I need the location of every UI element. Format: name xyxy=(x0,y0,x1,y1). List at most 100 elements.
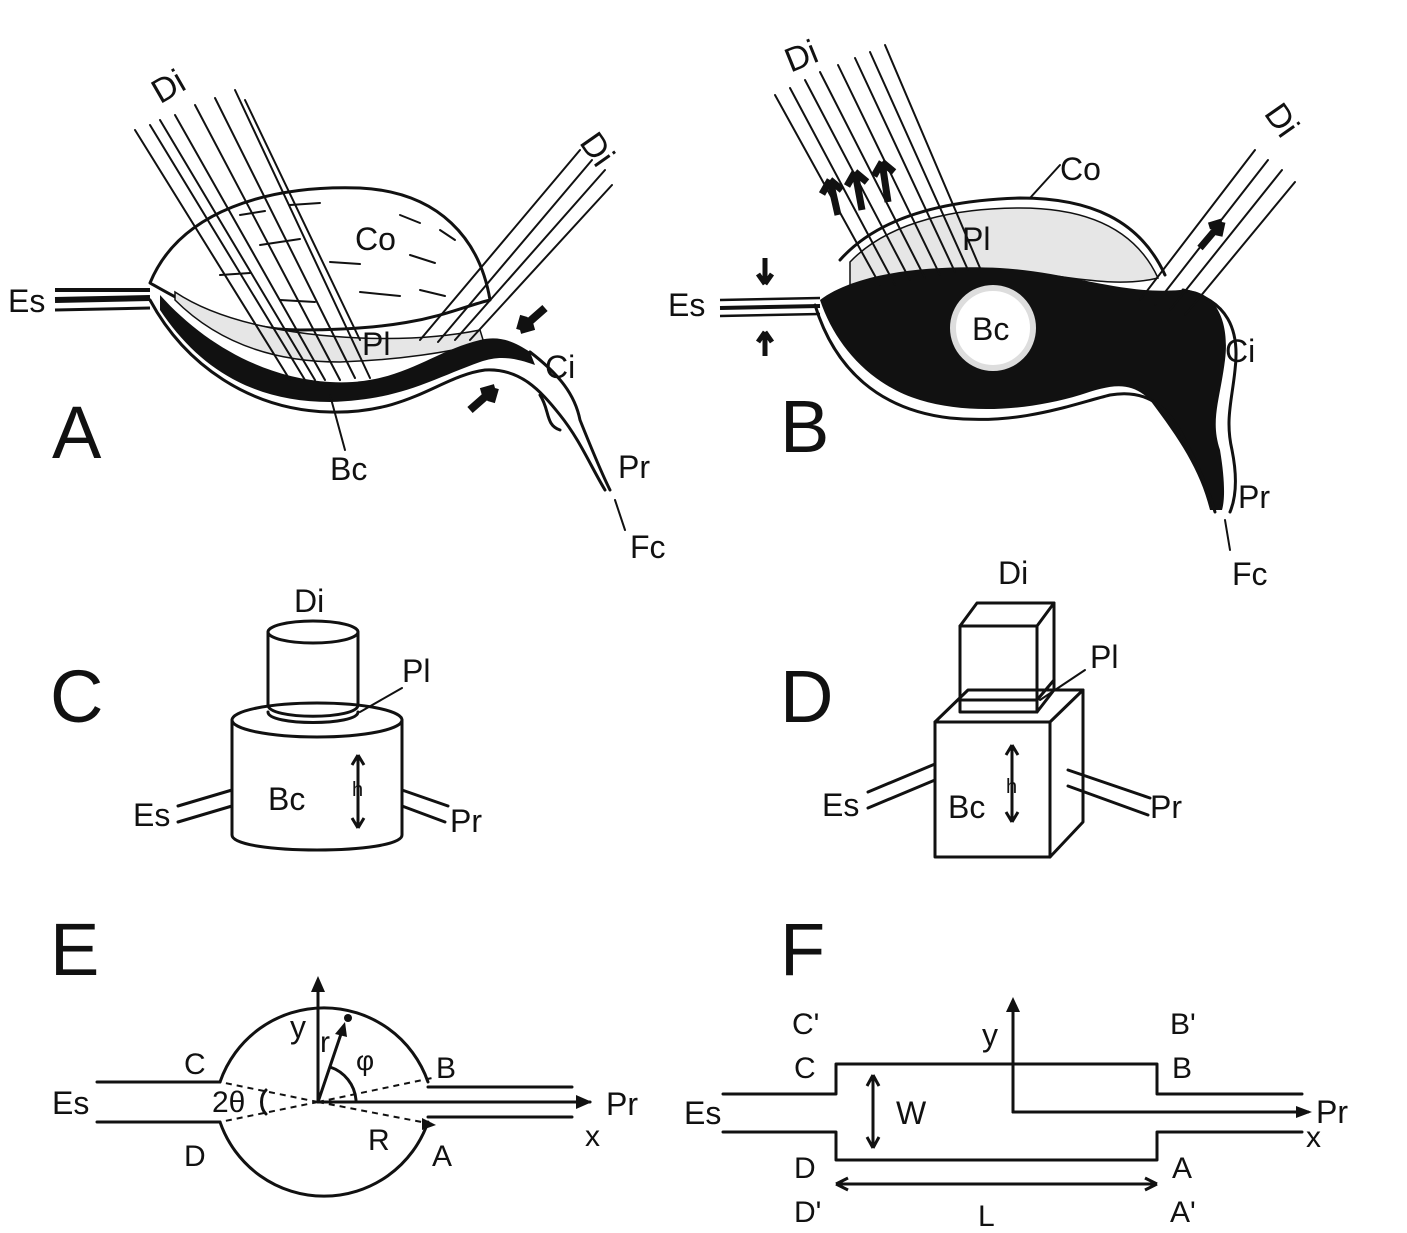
label-ci-b: Ci xyxy=(1225,333,1255,369)
di-left-bundle-a xyxy=(134,89,371,381)
label-pr-e: Pr xyxy=(606,1086,638,1122)
label-a-e: A xyxy=(432,1140,452,1173)
label-d-prime-f: D' xyxy=(794,1196,821,1229)
label-a-prime-f: A' xyxy=(1170,1196,1196,1229)
label-d-f: D xyxy=(794,1152,816,1185)
label-l-f: L xyxy=(978,1200,995,1233)
channel-bottom-wall xyxy=(721,1130,1304,1162)
arrow-ci-down-a xyxy=(516,304,548,334)
r-vector xyxy=(316,1026,345,1104)
label-es-a: Es xyxy=(8,283,45,319)
label-fc-b: Fc xyxy=(1232,556,1268,592)
label-d-e: D xyxy=(184,1140,206,1173)
label-pl-d: Pl xyxy=(1090,639,1118,675)
x-axis-arrowhead-f xyxy=(1296,1106,1312,1118)
dashed-line-b xyxy=(317,1077,433,1103)
label-b-f: B xyxy=(1172,1052,1192,1085)
ci-wall-b xyxy=(1181,288,1238,514)
ci-fold xyxy=(538,393,562,432)
pl-leader-c xyxy=(359,687,403,713)
label-theta-e: 2θ xyxy=(212,1086,245,1119)
panel-d: D Di Pl Bc h Es Pr xyxy=(780,555,1182,859)
di-box-top xyxy=(958,601,1056,628)
label-r-e: r xyxy=(320,1026,330,1059)
w-arrow xyxy=(865,1074,881,1149)
arrow-es-down-b xyxy=(755,258,775,286)
label-di-c: Di xyxy=(294,583,324,619)
label-pr-a: Pr xyxy=(618,449,650,485)
label-big-r-e: R xyxy=(368,1124,390,1157)
di-right-bundle-a xyxy=(419,149,613,343)
panel-letter-c: C xyxy=(50,655,103,738)
r-arrowhead xyxy=(422,1118,436,1130)
label-pl-b: Pl xyxy=(962,221,990,257)
label-ci-a: Ci xyxy=(545,349,575,385)
bc-box-side xyxy=(1048,688,1085,859)
label-di-right-a: Di xyxy=(572,125,622,173)
panel-a: A Di Di Co Pl Es Bc Ci Pr Fc xyxy=(8,62,666,565)
outer-wall xyxy=(148,298,607,492)
es-duct-d xyxy=(866,762,937,810)
x-axis-arrowhead-e xyxy=(576,1095,592,1109)
label-pl-a: Pl xyxy=(362,326,390,362)
pr-duct-c xyxy=(400,788,450,824)
r-vector-arrowhead xyxy=(335,1022,347,1037)
channel-top-wall xyxy=(721,1062,1304,1096)
bc-body-b xyxy=(820,267,1226,510)
fc-leader-a xyxy=(614,499,626,531)
label-c-e: C xyxy=(184,1048,206,1081)
dashed-line-c xyxy=(219,1081,319,1103)
label-co-a: Co xyxy=(355,221,396,257)
label-c-prime-f: C' xyxy=(792,1008,819,1041)
label-phi-e: φ xyxy=(356,1045,374,1076)
outer-wall-b xyxy=(813,303,1217,514)
label-di-right-b: Di xyxy=(1257,96,1307,144)
label-es-b: Es xyxy=(668,287,705,323)
es-duct-core xyxy=(54,295,151,303)
panel-e: E y r φ 2θ R B C D A Es Pr x xyxy=(50,908,638,1198)
arrow-ci-up-a xyxy=(467,384,499,414)
point-marker xyxy=(344,1014,352,1022)
label-pr-b: Pr xyxy=(1238,479,1270,515)
label-es-d: Es xyxy=(822,787,859,823)
bc-channel xyxy=(160,295,535,402)
panel-c: C Di Pl Bc h Es Pr xyxy=(50,583,482,852)
panel-b: B Di Di Co Pl Es Bc Ci Pr Fc xyxy=(668,33,1306,592)
label-bc-b: Bc xyxy=(972,311,1009,347)
h-arrow-c xyxy=(350,754,366,829)
label-fc-a: Fc xyxy=(630,529,666,565)
label-b-prime-f: B' xyxy=(1170,1008,1196,1041)
panel-letter-f: F xyxy=(780,908,825,991)
pl-slab xyxy=(958,678,1056,702)
phi-arc xyxy=(328,1065,358,1102)
bc-box-top xyxy=(933,688,1085,724)
dashed-line-d xyxy=(219,1101,319,1123)
l-arrow xyxy=(835,1176,1158,1192)
label-b-e: B xyxy=(436,1052,456,1085)
panel-letter-b: B xyxy=(780,385,829,468)
label-x-f: x xyxy=(1306,1121,1321,1154)
y-axis-arrowhead-f xyxy=(1006,997,1020,1012)
co-leader-b xyxy=(1029,164,1061,199)
label-bc-d: Bc xyxy=(948,789,985,825)
circle-upper-arc xyxy=(218,1006,430,1084)
panel-letter-d: D xyxy=(780,655,833,738)
label-di-left-a: Di xyxy=(145,62,192,111)
label-di-left-b: Di xyxy=(779,33,823,80)
label-co-b: Co xyxy=(1060,151,1101,187)
label-w-f: W xyxy=(896,1095,927,1131)
es-duct-lower xyxy=(54,306,151,312)
es-duct-lower-b xyxy=(719,312,821,318)
di-cylinder-body xyxy=(266,630,360,718)
h-arrow-d xyxy=(1004,744,1020,823)
theta-arc xyxy=(260,1088,268,1116)
label-bc-a: Bc xyxy=(330,451,367,487)
label-pr-d: Pr xyxy=(1150,789,1182,825)
label-y-e: y xyxy=(290,1009,306,1045)
bc-cylinder-body xyxy=(230,718,404,852)
label-es-c: Es xyxy=(133,797,170,833)
label-pl-c: Pl xyxy=(402,653,430,689)
di-cylinder-top xyxy=(266,619,360,645)
panel-f: F C' B' C B y Es W Pr x D A D' L A' xyxy=(684,908,1348,1233)
